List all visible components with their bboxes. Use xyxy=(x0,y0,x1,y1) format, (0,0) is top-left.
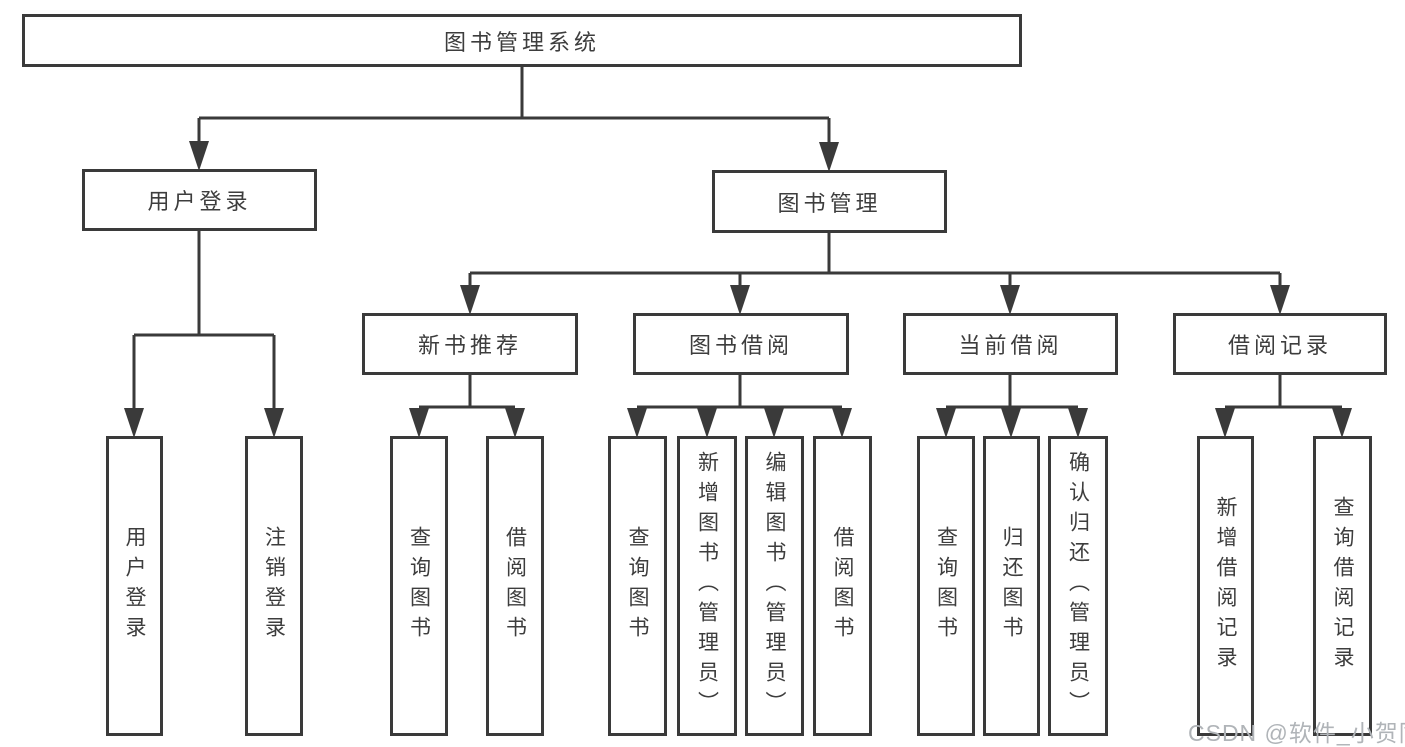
arrowhead xyxy=(627,408,647,438)
arrowhead xyxy=(124,408,144,438)
arrowhead xyxy=(505,408,525,438)
leaf-add-book-admin-label: 新增图书（管理员） xyxy=(695,451,719,721)
node-user-login-label: 用户登录 xyxy=(147,189,252,214)
leaf-query-books-current: 查询图书 xyxy=(917,436,975,736)
node-new-book-recommend-label: 新书推荐 xyxy=(417,333,522,358)
node-current-borrowing-label: 当前借阅 xyxy=(958,333,1063,358)
leaf-return-book: 归还图书 xyxy=(983,436,1040,736)
node-root-label: 图书管理系统 xyxy=(443,29,600,55)
leaf-query-books-borrowing-label: 查询图书 xyxy=(626,526,649,646)
arrowhead xyxy=(1332,408,1352,438)
node-book-management: 图书管理 xyxy=(712,170,947,233)
node-user-login: 用户登录 xyxy=(82,169,317,231)
leaf-edit-book-admin-label: 编辑图书（管理员） xyxy=(763,451,786,721)
leaf-borrow-books-borrowing-label: 借阅图书 xyxy=(831,526,854,646)
arrowhead xyxy=(730,285,750,315)
node-borrowing-records: 借阅记录 xyxy=(1173,313,1387,375)
arrowhead xyxy=(1068,408,1088,438)
leaf-add-borrow-record-label: 新增借阅记录 xyxy=(1214,496,1237,676)
tree-connector-path xyxy=(132,67,1342,412)
node-root: 图书管理系统 xyxy=(22,14,1022,67)
leaf-add-borrow-record: 新增借阅记录 xyxy=(1197,436,1254,736)
arrowhead xyxy=(189,141,209,171)
node-borrowing-records-label: 借阅记录 xyxy=(1227,333,1332,358)
arrowhead xyxy=(936,408,956,438)
arrowhead xyxy=(832,408,852,438)
leaf-return-book-label: 归还图书 xyxy=(1000,526,1023,646)
leaf-confirm-return-admin: 确认归还（管理员） xyxy=(1048,436,1108,736)
leaf-user-login: 用户登录 xyxy=(106,436,163,736)
leaf-logout: 注销登录 xyxy=(245,436,303,736)
leaf-borrow-books-recommend: 借阅图书 xyxy=(486,436,544,736)
csdn-watermark: CSDN @软件_小贺同学 xyxy=(1188,720,1405,746)
leaf-query-books-borrowing: 查询图书 xyxy=(608,436,667,736)
arrowhead xyxy=(697,408,717,438)
node-book-borrowing-label: 图书借阅 xyxy=(688,333,793,358)
leaf-user-login-label: 用户登录 xyxy=(123,526,146,646)
arrowhead xyxy=(264,408,284,438)
leaf-add-book-admin: 新增图书（管理员） xyxy=(677,436,737,736)
leaf-logout-label: 注销登录 xyxy=(262,526,286,646)
node-book-borrowing: 图书借阅 xyxy=(633,313,849,375)
leaf-query-borrow-record: 查询借阅记录 xyxy=(1313,436,1372,736)
arrowhead xyxy=(1001,408,1021,438)
arrowhead xyxy=(409,408,429,438)
leaf-query-books-current-label: 查询图书 xyxy=(934,526,958,646)
leaf-query-borrow-record-label: 查询借阅记录 xyxy=(1331,496,1354,676)
leaf-query-books-recommend: 查询图书 xyxy=(390,436,448,736)
arrowhead xyxy=(1270,285,1290,315)
node-current-borrowing: 当前借阅 xyxy=(903,313,1118,375)
leaf-query-books-recommend-label: 查询图书 xyxy=(407,526,431,646)
leaf-borrow-books-borrowing: 借阅图书 xyxy=(813,436,872,736)
arrowhead xyxy=(764,408,784,438)
leaf-confirm-return-admin-label: 确认归还（管理员） xyxy=(1066,451,1090,721)
leaf-borrow-books-recommend-label: 借阅图书 xyxy=(503,526,527,646)
node-new-book-recommend: 新书推荐 xyxy=(362,313,578,375)
leaf-edit-book-admin: 编辑图书（管理员） xyxy=(745,436,804,736)
arrowhead xyxy=(1000,285,1020,315)
arrowhead xyxy=(1215,408,1235,438)
arrowhead xyxy=(819,142,839,172)
arrowhead xyxy=(460,285,480,315)
node-book-management-label: 图书管理 xyxy=(777,190,882,216)
